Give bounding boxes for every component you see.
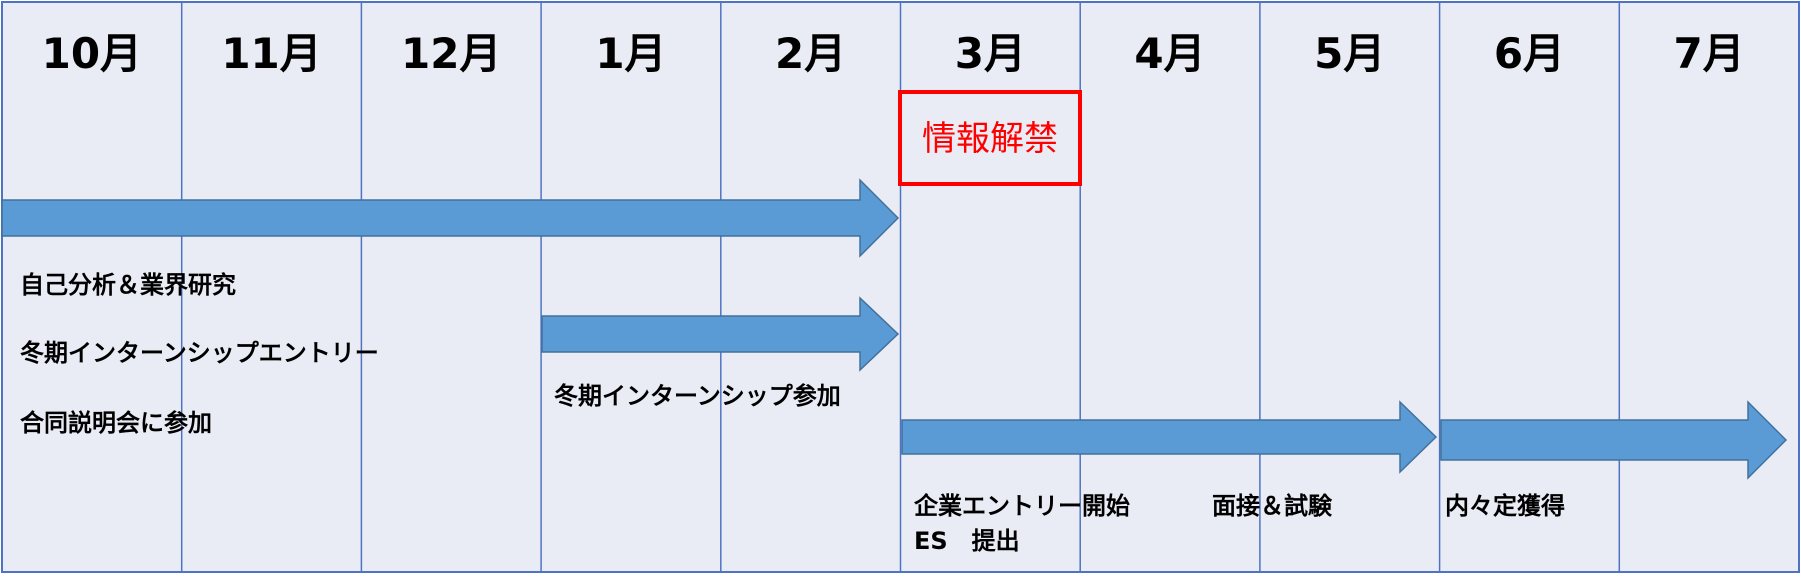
month-label: 12月 <box>401 29 501 78</box>
self-analysis-arrow <box>1 178 900 258</box>
note-winter-intern-entry: 冬期インターンシップエントリー <box>20 339 379 367</box>
month-grid-lines <box>180 2 1621 572</box>
note-interview: 面接＆試験 <box>1212 492 1333 520</box>
month-label: 1月 <box>595 29 666 78</box>
month-label: 11月 <box>221 29 321 78</box>
note-joint-seminar: 合同説明会に参加 <box>20 409 212 437</box>
month-label: 3月 <box>955 29 1026 78</box>
note-winter-intern-join: 冬期インターンシップ参加 <box>554 382 841 410</box>
phase-notes: 自己分析＆業界研究 冬期インターンシップエントリー 合同説明会に参加 冬期インタ… <box>20 271 1565 555</box>
month-label: 5月 <box>1314 29 1385 78</box>
month-label: 4月 <box>1134 29 1205 78</box>
winter-intern-arrow <box>541 296 900 372</box>
entry-interview-arrow <box>901 400 1438 474</box>
info-release-label: 情報解禁 <box>922 119 1058 159</box>
offer-arrow <box>1440 400 1788 480</box>
phase-arrows <box>1 178 1788 480</box>
month-header-row: 10月 11月 12月 1月 2月 3月 4月 5月 6月 7月 <box>42 29 1745 78</box>
note-company-entry: 企業エントリー開始 <box>914 492 1130 520</box>
note-self-analysis: 自己分析＆業界研究 <box>20 271 236 299</box>
note-offer: 内々定獲得 <box>1445 492 1565 520</box>
month-label: 2月 <box>775 29 846 78</box>
info-release-callout: 情報解禁 <box>898 90 1082 186</box>
month-label: 10月 <box>42 29 142 78</box>
month-label: 7月 <box>1674 29 1745 78</box>
month-label: 6月 <box>1494 29 1565 78</box>
info-release-box <box>898 90 1082 186</box>
note-es-submit: ES 提出 <box>914 527 1020 555</box>
